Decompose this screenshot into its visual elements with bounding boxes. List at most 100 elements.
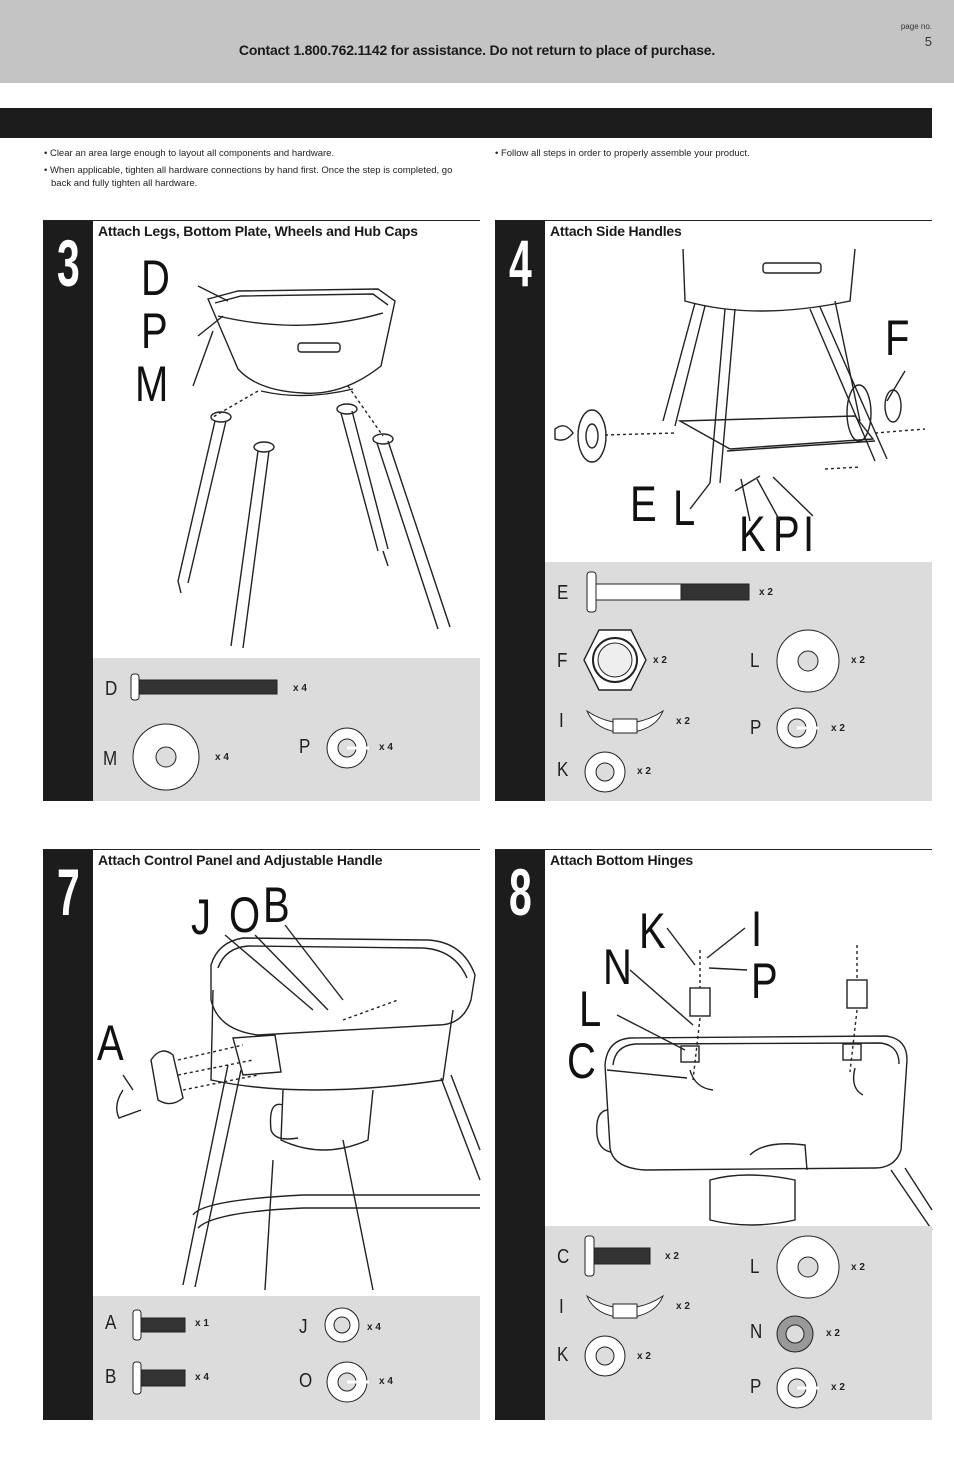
- contact-line: Contact 1.800.762.1142 for assistance. D…: [238, 42, 716, 58]
- axle-bolt-icon: [586, 571, 750, 613]
- part-qty: x 2: [653, 655, 667, 666]
- note: • When applicable, tighten all hardware …: [44, 165, 453, 189]
- step-number: 8: [495, 850, 545, 1420]
- callout-l: L: [673, 480, 696, 536]
- part-qty: x 2: [637, 766, 651, 777]
- callout-k: K: [739, 506, 766, 562]
- part-label: A: [105, 1312, 117, 1334]
- callout-i: I: [803, 506, 815, 562]
- callout-e: E: [630, 476, 657, 532]
- part-qty: x 4: [379, 742, 393, 753]
- lock-washer-icon: [776, 707, 819, 749]
- control-panel-illustration: [116, 924, 481, 1291]
- step-number: 3: [43, 221, 93, 801]
- wing-nut-icon: [585, 1294, 665, 1319]
- part-label: C: [557, 1246, 570, 1268]
- part-label: J: [299, 1316, 308, 1338]
- grill-legs-illustration: [177, 285, 451, 649]
- hex-nut-icon: [583, 629, 647, 691]
- small-washer-icon: [584, 751, 626, 793]
- callout-f: F: [885, 310, 910, 366]
- step-title: Attach Side Handles: [550, 223, 682, 239]
- callout-m: M: [135, 356, 169, 412]
- part-label: I: [559, 710, 564, 732]
- step-3: 3 Attach Legs, Bottom Plate, Wheels and …: [43, 220, 480, 801]
- part-label: B: [105, 1366, 117, 1388]
- part-label: P: [750, 717, 762, 739]
- part-label: P: [750, 1376, 762, 1398]
- part-qty: x 2: [665, 1251, 679, 1262]
- small-washer-icon: [324, 1307, 360, 1343]
- part-label: O: [299, 1370, 313, 1392]
- part-label: M: [103, 748, 118, 770]
- lock-washer-icon: [776, 1367, 819, 1409]
- callout-n: N: [603, 939, 632, 995]
- part-label: L: [750, 1256, 760, 1278]
- bolt-long-icon: [130, 673, 278, 701]
- part-qty: x 2: [676, 716, 690, 727]
- page-number: 5: [924, 34, 932, 49]
- step-4: 4 Attach Side Handles F E L K P I: [495, 220, 932, 801]
- part-label: D: [105, 678, 118, 700]
- part-qty: x 2: [831, 723, 845, 734]
- part-label: I: [559, 1296, 564, 1318]
- part-qty: x 4: [293, 683, 307, 694]
- parts-panel: E x 2 F x 2 L x 2 I x 2 P: [545, 562, 932, 801]
- callout-k: K: [639, 903, 666, 959]
- part-qty: x 2: [851, 1262, 865, 1273]
- small-washer-icon: [584, 1335, 626, 1377]
- step-title: Attach Bottom Hinges: [550, 852, 694, 868]
- part-label: F: [557, 650, 568, 672]
- bolt-short-icon: [584, 1235, 651, 1277]
- step-number: 7: [43, 850, 93, 1420]
- notes-left: • Clear an area large enough to layout a…: [44, 147, 474, 194]
- callout-j: J: [191, 889, 211, 945]
- step-title: Attach Legs, Bottom Plate, Wheels and Hu…: [98, 223, 418, 239]
- callout-o: O: [229, 887, 261, 943]
- callout-a: A: [97, 1015, 124, 1071]
- flat-washer-icon: [776, 629, 840, 693]
- part-qty: x 4: [367, 1322, 381, 1333]
- part-qty: x 2: [759, 587, 773, 598]
- bolt-short-icon: [132, 1309, 186, 1341]
- parts-panel: D x 4 M x 4 P x 4: [93, 658, 480, 801]
- lock-washer-icon: [326, 727, 369, 769]
- flat-washer-icon: [776, 1235, 840, 1299]
- rubber-washer-icon: [776, 1315, 814, 1353]
- step-title: Attach Control Panel and Adjustable Hand…: [98, 852, 383, 868]
- callout-l: L: [579, 981, 602, 1037]
- part-qty: x 2: [637, 1351, 651, 1362]
- notes-right: • Follow all steps in order to properly …: [495, 147, 915, 164]
- callout-p: P: [141, 303, 168, 359]
- step-7: 7 Attach Control Panel and Adjustable Ha…: [43, 849, 481, 1420]
- parts-panel: C x 2 L x 2 I x 2 N x 2 K x 2 P: [545, 1226, 932, 1420]
- section-bar: [0, 108, 932, 138]
- wing-nut-icon: [585, 709, 665, 734]
- part-label: K: [557, 1344, 569, 1366]
- callout-c: C: [567, 1033, 596, 1089]
- step-8: 8 Attach Bottom Hinges K I N P L C: [495, 849, 933, 1420]
- part-qty: x 4: [379, 1376, 393, 1387]
- page-header: Contact 1.800.762.1142 for assistance. D…: [0, 0, 954, 83]
- part-qty: x 1: [195, 1318, 209, 1329]
- bottom-hinges-illustration: [596, 927, 933, 1231]
- part-qty: x 2: [831, 1382, 845, 1393]
- step-number: 4: [495, 221, 545, 801]
- part-label: L: [750, 650, 760, 672]
- part-label: N: [750, 1321, 763, 1343]
- parts-panel: A x 1 J x 4 B x 4 O x 4: [93, 1296, 480, 1420]
- callout-b: B: [263, 877, 290, 933]
- note: • Clear an area large enough to layout a…: [44, 148, 335, 159]
- page-number-label: page no.: [900, 22, 932, 31]
- bolt-short-icon: [132, 1361, 186, 1395]
- callout-d: D: [141, 250, 170, 306]
- part-label: E: [557, 582, 569, 604]
- part-label: P: [299, 736, 311, 758]
- side-handles-illustration: [554, 248, 926, 522]
- lock-washer-icon: [326, 1361, 369, 1403]
- callout-i: I: [751, 901, 763, 957]
- part-qty: x 2: [826, 1328, 840, 1339]
- part-qty: x 2: [676, 1301, 690, 1312]
- note: • Follow all steps in order to properly …: [495, 148, 750, 159]
- part-label: K: [557, 759, 569, 781]
